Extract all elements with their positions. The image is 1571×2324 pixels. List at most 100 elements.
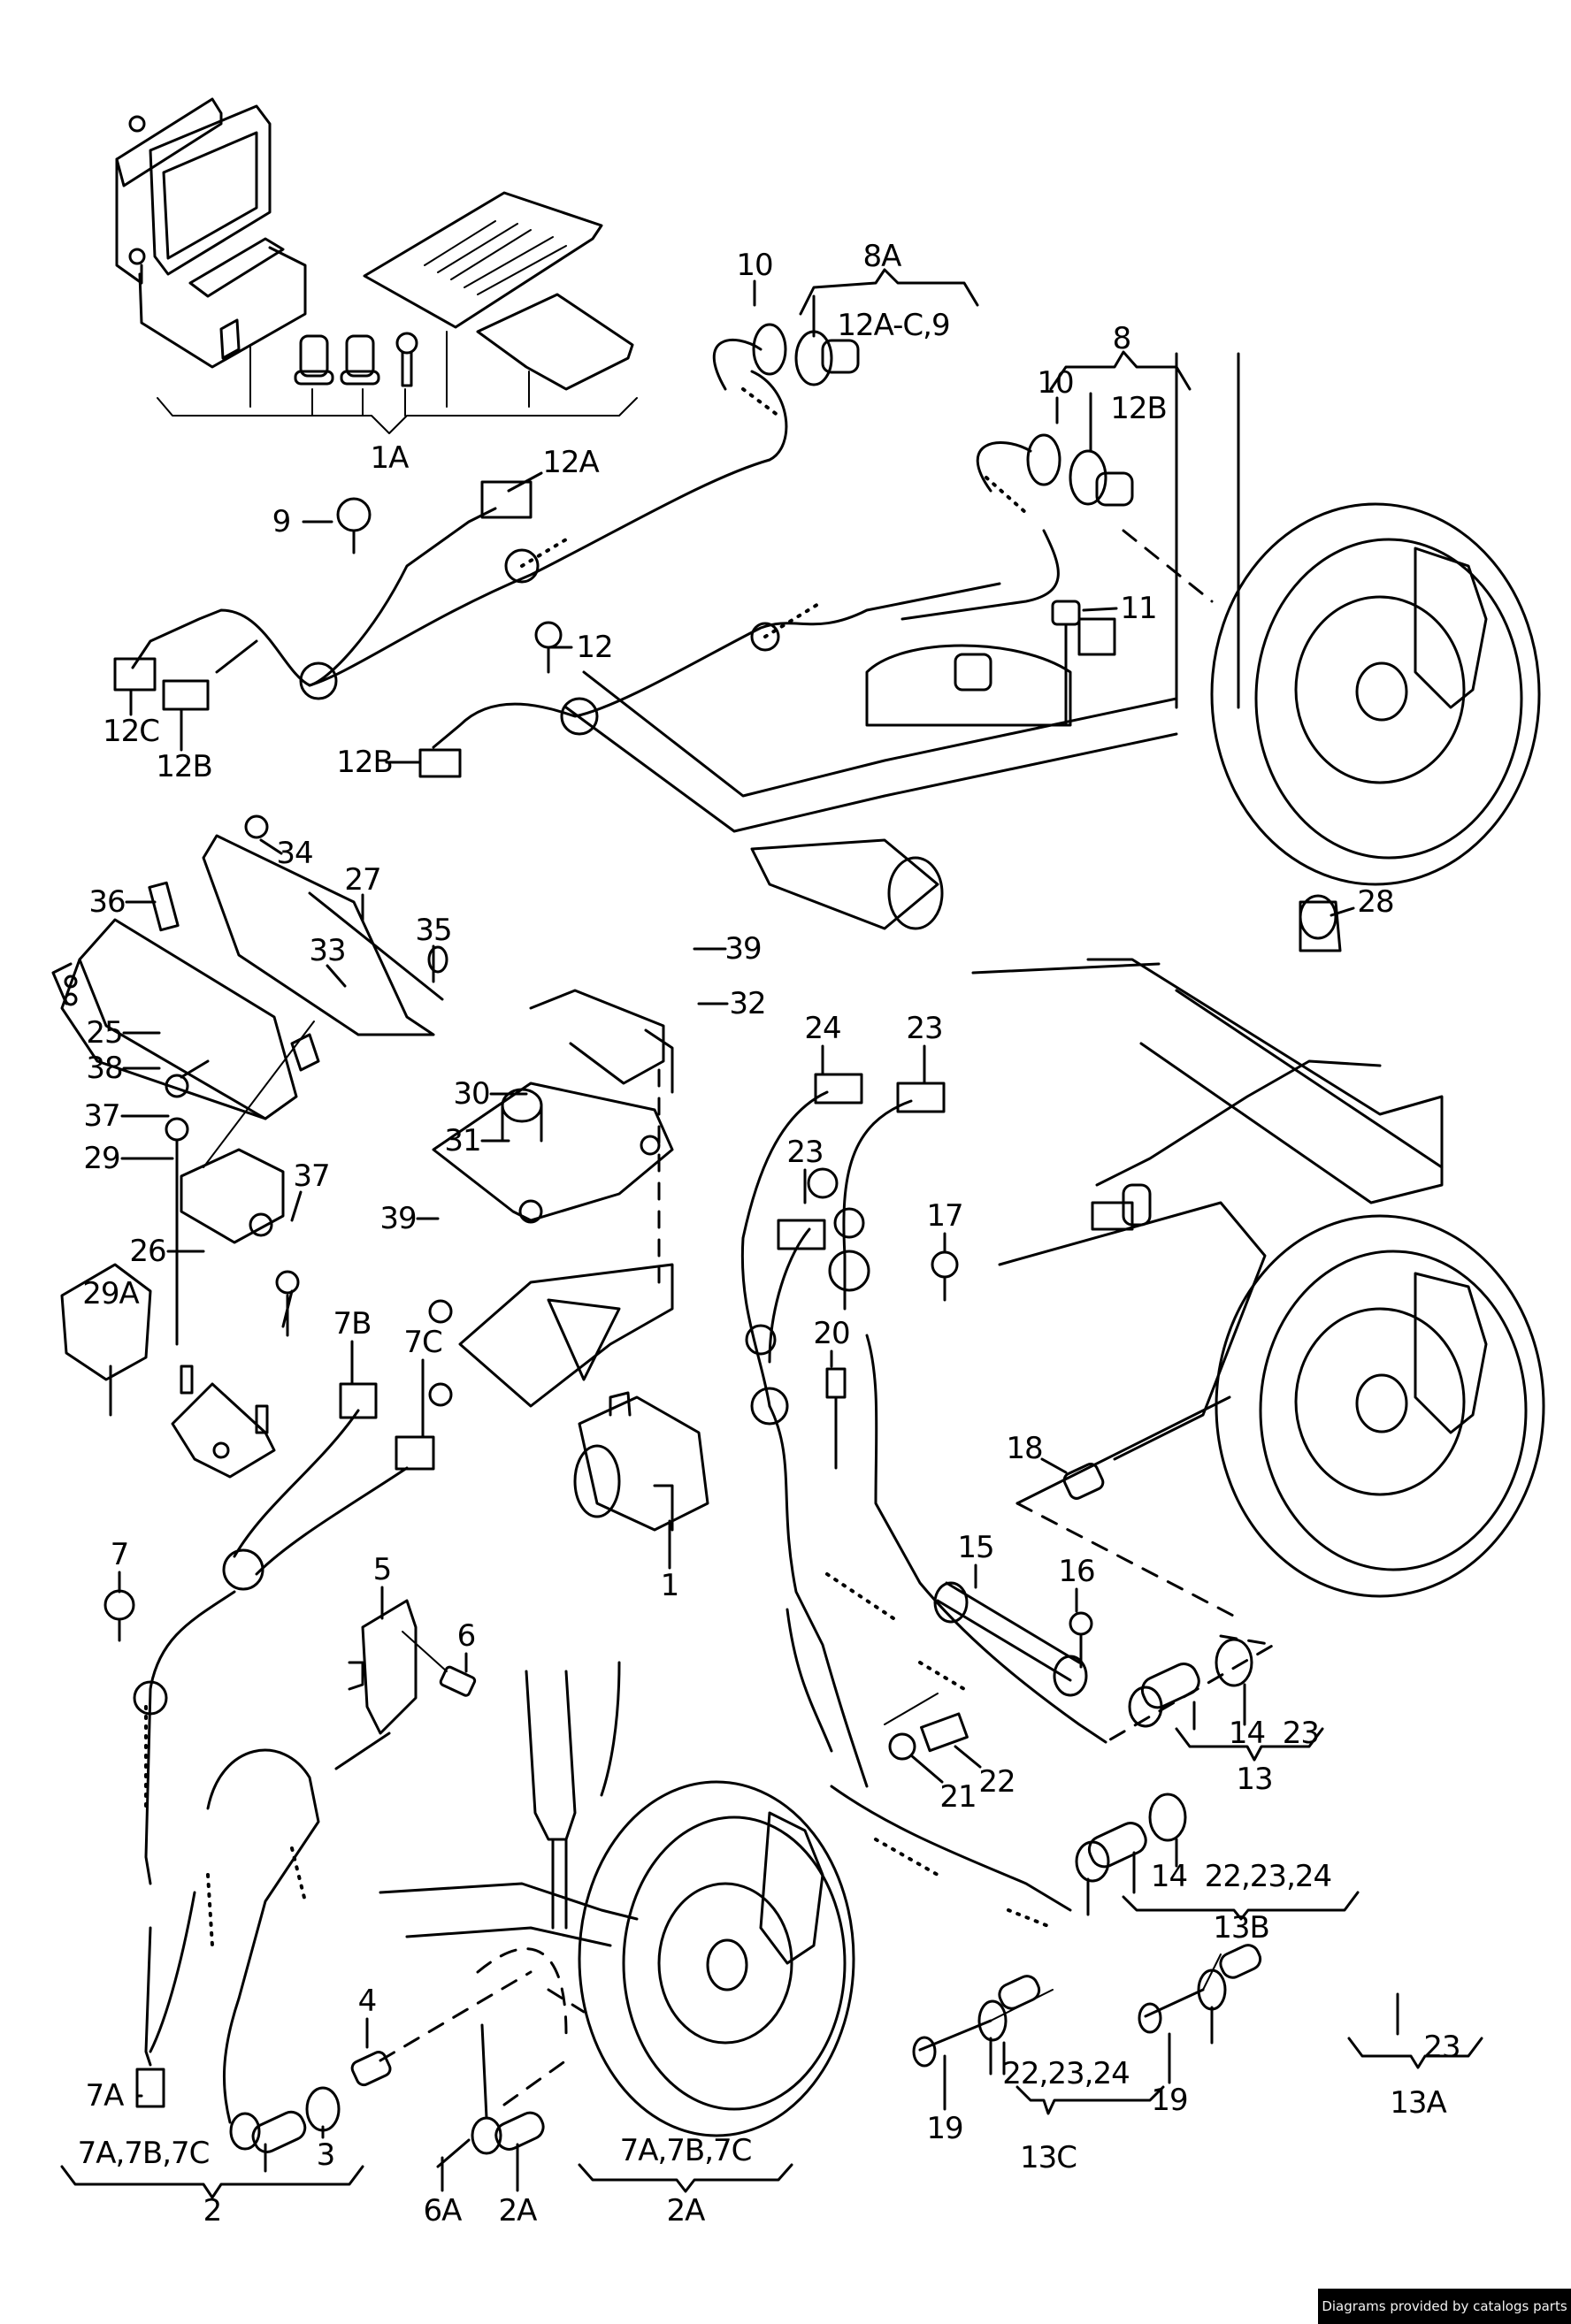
callout-13A-contents[interactable]: 23 [1423, 2030, 1460, 2065]
rear-axle-beam-illustration [564, 352, 1240, 975]
steering-column-illustration [1086, 894, 1444, 1231]
callout-24[interactable]: 24 [804, 1011, 841, 1046]
rear-brake-disc-upper-illustration [1210, 502, 1541, 886]
callout-37[interactable]: 37 [83, 1098, 120, 1134]
wiring-harness-upper-left [113, 370, 788, 711]
callout-7A[interactable]: 7A [85, 2078, 125, 2114]
cable-clip-9-illustration [336, 497, 372, 554]
callout-27[interactable]: 27 [344, 862, 381, 898]
callout-33[interactable]: 33 [309, 933, 346, 968]
sensor-2-illustration [229, 1947, 568, 2153]
callout-13C[interactable]: 13C [1019, 2140, 1077, 2175]
callout-13B[interactable]: 13B [1213, 1910, 1270, 1946]
callout-34[interactable]: 34 [276, 836, 313, 871]
callout-12B[interactable]: 12B [336, 745, 394, 780]
wheel-speed-sensor-8-illustration [900, 433, 1134, 621]
callout-10[interactable]: 10 [1037, 365, 1074, 401]
callout-5[interactable]: 5 [372, 1552, 393, 1587]
sleeve-18-illustration [1062, 1463, 1105, 1500]
callout-17[interactable]: 17 [926, 1198, 963, 1234]
callout-25[interactable]: 25 [86, 1015, 123, 1051]
callout-21[interactable]: 21 [939, 1779, 977, 1815]
callout-1[interactable]: 1 [660, 1568, 680, 1603]
callout-20[interactable]: 20 [813, 1316, 850, 1351]
abs-hydraulic-unit-1-illustration [573, 1391, 709, 1532]
instruction-sheet-illustration [363, 191, 634, 391]
clip-11-illustration [1051, 600, 1081, 727]
clip-7-illustration [103, 1589, 135, 1642]
callout-37[interactable]: 37 [293, 1158, 330, 1194]
callout-35[interactable]: 35 [415, 913, 452, 948]
callout-12A[interactable]: 12A [542, 445, 600, 480]
callout-31[interactable]: 31 [444, 1123, 481, 1158]
callout-6A[interactable]: 6A [423, 2193, 463, 2228]
callout-8A-contents[interactable]: 12A-C,9 [837, 308, 950, 343]
callout-8-contents[interactable]: 12B [1110, 391, 1168, 426]
clip-22-nut-21-illustration [884, 1693, 969, 1761]
clamp-15-bolt-16-illustration [933, 1581, 1093, 1697]
callout-8[interactable]: 8 [1112, 321, 1132, 356]
callout-6[interactable]: 6 [456, 1618, 477, 1654]
callout-13-contents[interactable]: 14 23 [1228, 1716, 1320, 1751]
callout-4[interactable]: 4 [357, 1984, 378, 2019]
callout-39[interactable]: 39 [379, 1201, 417, 1236]
bracket-5-bolt-6-illustration [334, 1599, 477, 1770]
bracket-29A-illustration [60, 1263, 152, 1417]
callout-2A[interactable]: 2A [666, 2193, 706, 2228]
callout-9[interactable]: 9 [272, 504, 292, 539]
callout-7[interactable]: 7 [110, 1537, 130, 1572]
callout-12[interactable]: 12 [576, 630, 613, 665]
callout-30[interactable]: 30 [453, 1076, 490, 1112]
callout-13B-contents[interactable]: 14 22,23,24 [1150, 1859, 1332, 1894]
callout-16[interactable]: 16 [1058, 1554, 1095, 1589]
callout-1A[interactable]: 1A [370, 440, 410, 476]
fastener-nut-2-illustration [340, 334, 380, 386]
callout-39[interactable]: 39 [724, 931, 762, 967]
callout-22[interactable]: 22 [978, 1764, 1015, 1800]
callout-2A[interactable]: 2A [498, 2193, 538, 2228]
callout-13A[interactable]: 13A [1390, 2085, 1447, 2121]
callout-32[interactable]: 32 [729, 986, 766, 1021]
callout-23[interactable]: 23 [906, 1011, 943, 1046]
callout-7B[interactable]: 7B [333, 1306, 372, 1342]
wiring-harness-upper-mid [418, 582, 1001, 778]
nut-37-illustration [275, 1270, 300, 1337]
sensor-unit-30-illustration [432, 1082, 674, 1224]
control-module-bracket-27-illustration [148, 814, 448, 1036]
front-brake-disc-illustration [578, 1780, 855, 2137]
callout-3[interactable]: 3 [316, 2137, 336, 2173]
screw-illustration [395, 332, 418, 387]
callout-12C[interactable]: 12C [102, 714, 160, 749]
callout-29[interactable]: 29 [83, 1141, 120, 1176]
callout-2-contents[interactable]: 7A,7B,7C [77, 2136, 211, 2171]
callout-2[interactable]: 2 [203, 2193, 223, 2228]
callout-18[interactable]: 18 [1006, 1431, 1043, 1466]
wheel-speed-sensor-8A-illustration [712, 323, 860, 417]
callout-11[interactable]: 11 [1120, 591, 1157, 626]
callout-12B[interactable]: 12B [156, 749, 213, 784]
front-suspension-strut-illustration [379, 1661, 639, 1947]
sensor-2A-illustration [436, 1988, 586, 2168]
sensor-13-illustration [1104, 1634, 1276, 1744]
callout-26[interactable]: 26 [129, 1234, 166, 1269]
bracket-31-illustration [428, 1068, 674, 1408]
callout-19[interactable]: 19 [926, 2111, 963, 2146]
bracket-26-illustration [171, 1365, 276, 1479]
abs-control-unit-illustration [115, 97, 307, 369]
callout-13C-contents[interactable]: 22,23,24 [1002, 2056, 1130, 2091]
callout-36[interactable]: 36 [88, 884, 126, 920]
callout-38[interactable]: 38 [86, 1051, 123, 1086]
callout-13[interactable]: 13 [1236, 1762, 1273, 1797]
diagram-credit-badge: Diagrams provided by catalogs parts [1318, 2289, 1571, 2324]
callout-10[interactable]: 10 [736, 248, 773, 283]
wiring-harness-front [133, 1382, 435, 2124]
callout-8A[interactable]: 8A [862, 239, 902, 274]
callout-28[interactable]: 28 [1357, 884, 1394, 920]
callout-2A-contents[interactable]: 7A,7B,7C [619, 2133, 753, 2168]
callout-7C[interactable]: 7C [403, 1325, 442, 1360]
callout-29A[interactable]: 29A [82, 1276, 140, 1311]
callout-15[interactable]: 15 [957, 1530, 994, 1565]
callout-23[interactable]: 23 [786, 1135, 824, 1170]
callout-19[interactable]: 19 [1151, 2083, 1188, 2118]
